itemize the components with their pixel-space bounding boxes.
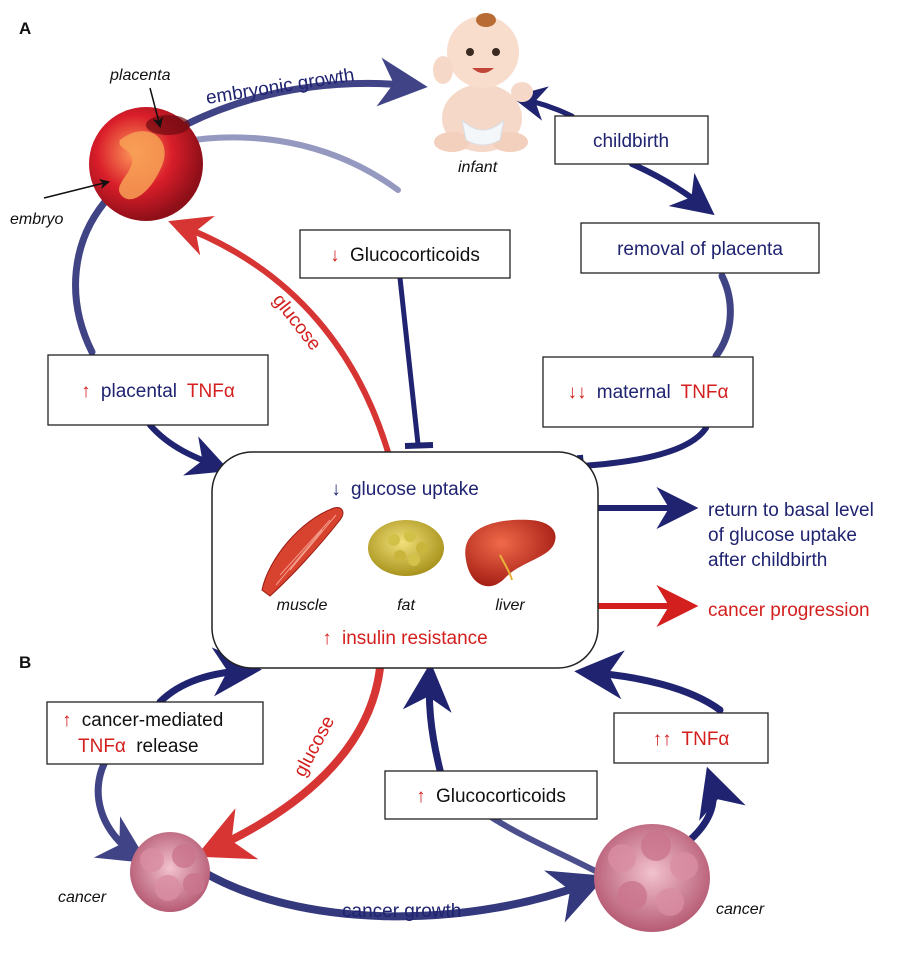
inhibit-bar-glucocorticoids bbox=[404, 442, 434, 449]
label-embryonic-growth: embryonic growth bbox=[204, 65, 355, 109]
pointer-placenta bbox=[149, 87, 163, 129]
inhibit-maternal-to-center bbox=[579, 425, 709, 469]
cancer-progression-text: cancer progression bbox=[708, 600, 870, 621]
box-childbirth: childbirth bbox=[554, 115, 709, 165]
tnf-up2-tnf: TNFα bbox=[682, 729, 730, 750]
label-cancer-left: cancer bbox=[58, 889, 107, 906]
glucocorticoids-up-text: Glucocorticoids bbox=[436, 786, 566, 807]
return-basal-line3: after childbirth bbox=[708, 550, 827, 571]
label-placenta: placenta bbox=[109, 67, 171, 84]
arrow-glucose-top bbox=[168, 216, 391, 455]
arrow-cancer-left-to-box bbox=[93, 760, 149, 864]
box-placental-tnf: ↑ placental TNFα bbox=[47, 354, 269, 426]
fat-image bbox=[368, 520, 444, 576]
svg-text:↑ Glucocorticoids: ↑ Glucocorticoids bbox=[416, 786, 566, 807]
svg-text:↓↓ maternal TNFα: ↓↓ maternal TNFα bbox=[567, 382, 728, 403]
svg-text:↑ placental TNFα: ↑ placental TNFα bbox=[81, 381, 235, 402]
box-removal-of-placenta: removal of placenta bbox=[580, 222, 820, 274]
box-childbirth-text: childbirth bbox=[593, 131, 669, 152]
glucocorticoids-down-text: Glucocorticoids bbox=[350, 245, 480, 266]
svg-text:↑↑ TNFα: ↑↑ TNFα bbox=[653, 729, 730, 750]
cancer-tnf-arrow: ↑ bbox=[62, 710, 72, 731]
pointer-embryo bbox=[43, 178, 111, 199]
arrow-removal-to-maternal bbox=[712, 272, 734, 360]
infant-image bbox=[433, 13, 533, 152]
box-glucocorticoids-up: ↑ Glucocorticoids bbox=[384, 770, 598, 820]
glucocorticoids-down-arrow: ↓ bbox=[330, 245, 340, 266]
arrow-glucose-bottom bbox=[195, 664, 384, 860]
maternal-tnf-arrow: ↓↓ bbox=[567, 382, 586, 403]
cancer-tnf-line2: release bbox=[136, 736, 198, 757]
liver-image bbox=[465, 519, 556, 587]
placental-tnf-text: placental bbox=[101, 381, 177, 402]
panel-label-b: B bbox=[19, 653, 31, 672]
center-top-arrow: ↓ bbox=[331, 479, 341, 500]
tnf-up2-arrow: ↑↑ bbox=[653, 729, 672, 750]
cancer-right-image bbox=[594, 824, 710, 932]
label-cancer-growth: cancer growth bbox=[342, 901, 461, 922]
panel-label-a: A bbox=[19, 19, 31, 38]
arrow-embryo-to-glucocorticoids bbox=[177, 134, 401, 193]
svg-text:TNFα release: TNFα release bbox=[78, 736, 199, 757]
maternal-tnf-text: maternal bbox=[597, 382, 671, 403]
muscle-image bbox=[261, 507, 344, 597]
svg-text:↑ cancer-mediated: ↑ cancer-mediated bbox=[62, 710, 223, 731]
box-tnf-up2: ↑↑ TNFα bbox=[613, 712, 769, 764]
center-bottom-arrow: ↑ bbox=[322, 628, 332, 649]
cancer-tnf-line1: cancer-mediated bbox=[82, 710, 224, 731]
label-infant: infant bbox=[458, 159, 498, 176]
arrow-embryonic-growth bbox=[181, 57, 428, 129]
arrow-glucocorticoids-to-center bbox=[402, 662, 452, 774]
arrow-embryo-to-placental bbox=[72, 192, 114, 356]
box-cancer-tnf: ↑ cancer-mediated TNFα release bbox=[46, 701, 264, 765]
svg-text:↑ insulin resistance: ↑ insulin resistance bbox=[322, 628, 488, 649]
arrow-tnf-to-center bbox=[574, 650, 724, 714]
svg-text:↓ glucose uptake: ↓ glucose uptake bbox=[331, 479, 479, 500]
label-muscle: muscle bbox=[277, 597, 328, 614]
box-maternal-tnf: ↓↓ maternal TNFα bbox=[542, 356, 754, 428]
glucocorticoids-up-arrow: ↑ bbox=[416, 786, 426, 807]
cancer-tnf-tnf: TNFα bbox=[78, 736, 126, 757]
inhibit-line-glucocorticoids bbox=[397, 277, 421, 445]
label-cancer-right: cancer bbox=[716, 901, 765, 918]
arrow-cancer-tnf-to-center bbox=[156, 647, 262, 706]
center-top-text: glucose uptake bbox=[351, 479, 479, 500]
center-bottom-text: insulin resistance bbox=[342, 628, 488, 649]
svg-text:↓ Glucocorticoids: ↓ Glucocorticoids bbox=[330, 245, 480, 266]
return-basal-line1: return to basal level bbox=[708, 500, 874, 521]
label-fat: fat bbox=[397, 597, 415, 614]
arrow-cancer-right-to-tnf bbox=[686, 766, 746, 844]
placental-tnf-arrow: ↑ bbox=[81, 381, 91, 402]
arrow-cancer-growth bbox=[196, 866, 607, 923]
arrow-childbirth-to-removal bbox=[629, 161, 715, 216]
arrow-placental-to-center bbox=[147, 422, 230, 476]
red-flow-arrows bbox=[168, 216, 699, 860]
navy-flow-arrows bbox=[72, 57, 746, 923]
label-liver: liver bbox=[495, 597, 525, 614]
label-embryo: embryo bbox=[10, 211, 63, 228]
box-removal-text: removal of placenta bbox=[617, 239, 783, 260]
cancer-left-image bbox=[130, 832, 210, 912]
maternal-tnf-tnf: TNFα bbox=[681, 382, 729, 403]
embryo-image bbox=[89, 107, 203, 221]
return-basal-line2: of glucose uptake bbox=[708, 525, 857, 546]
placental-tnf-tnf: TNFα bbox=[187, 381, 235, 402]
box-glucocorticoids-down: ↓ Glucocorticoids bbox=[299, 229, 511, 279]
